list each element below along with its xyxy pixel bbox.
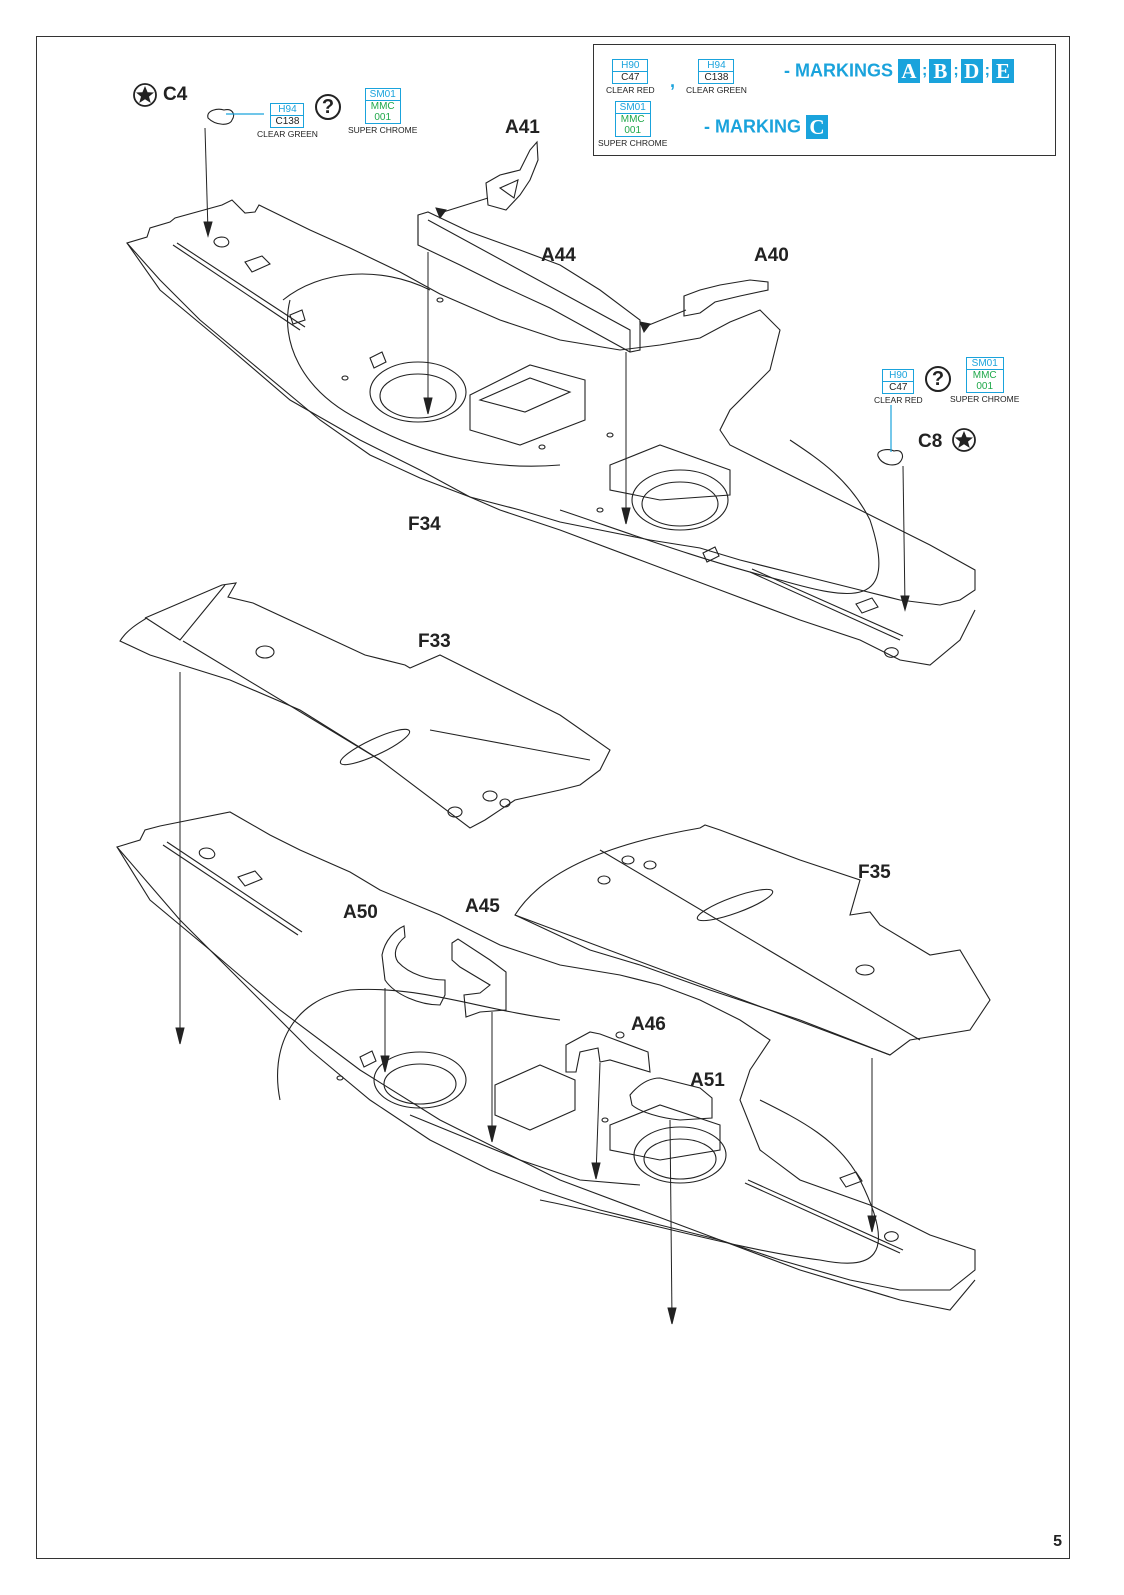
- c4-paint-code: H94 C138 CLEAR GREEN: [257, 103, 318, 139]
- part-a50-shape: [381, 925, 446, 1006]
- star-circle-icon: [133, 83, 157, 107]
- c8-paint-code: H90 C47 CLEAR RED: [874, 369, 923, 405]
- part-a40-shape: [683, 279, 769, 317]
- part-label-a51: A51: [690, 1070, 725, 1091]
- part-a41-shape: [485, 140, 539, 211]
- part-c4-shape: [207, 108, 235, 125]
- part-label-a46: A46: [631, 1014, 666, 1035]
- marking-badge-a: A: [898, 59, 921, 83]
- question-icon: ?: [925, 366, 951, 392]
- markings-row-2: - MARKING C: [704, 115, 829, 139]
- page-number: 5: [1053, 1533, 1062, 1550]
- part-label-a41: A41: [505, 117, 540, 138]
- marking-legend: H90 C47 CLEAR RED , H94 C138 CLEAR GREEN…: [593, 44, 1056, 156]
- marking-badge-b: B: [929, 59, 952, 83]
- marking-badge-e: E: [992, 59, 1014, 83]
- part-label-a45: A45: [465, 896, 500, 917]
- paint-code-super-chrome: SM01 MMC 001 SUPER CHROME: [598, 101, 668, 148]
- part-label-c4: C4: [163, 84, 188, 105]
- assembly-arrows-upper: [203, 127, 910, 612]
- star-circle-icon: [952, 428, 976, 452]
- page-frame: [36, 36, 1070, 1559]
- wing-upper-f35: [514, 824, 991, 1056]
- part-a44-shape: [417, 211, 641, 353]
- part-label-a44: A44: [541, 245, 576, 266]
- part-a45-shape: [451, 938, 507, 1018]
- part-a51-shape: [629, 1077, 713, 1121]
- part-label-f34: F34: [408, 514, 441, 535]
- paint-separator: ,: [670, 71, 676, 91]
- paint-code-clear-red: H90 C47 CLEAR RED: [606, 59, 655, 95]
- part-label-a40: A40: [754, 245, 789, 266]
- lower-wing-f34-upper: [126, 199, 976, 666]
- part-a46-shape: [565, 1031, 651, 1073]
- c8-alt-paint-code: SM01 MMC 001 SUPER CHROME: [950, 357, 1020, 404]
- part-label-f35: F35: [858, 862, 891, 883]
- part-label-a50: A50: [343, 902, 378, 923]
- assembly-arrows-lower: [175, 672, 877, 1325]
- part-c8-shape: [877, 449, 903, 466]
- marking-badge-c: C: [806, 115, 829, 139]
- lower-wing-lower: [116, 811, 976, 1311]
- c4-alt-paint-code: SM01 MMC 001 SUPER CHROME: [348, 88, 418, 135]
- markings-row-1: - MARKINGS A;B;D;E: [784, 59, 1014, 83]
- marking-badge-d: D: [960, 59, 983, 83]
- part-label-c8: C8: [918, 431, 943, 452]
- question-icon: ?: [315, 94, 341, 120]
- wing-upper-f33: [119, 582, 611, 829]
- part-label-f33: F33: [418, 631, 451, 652]
- paint-code-clear-green: H94 C138 CLEAR GREEN: [686, 59, 747, 95]
